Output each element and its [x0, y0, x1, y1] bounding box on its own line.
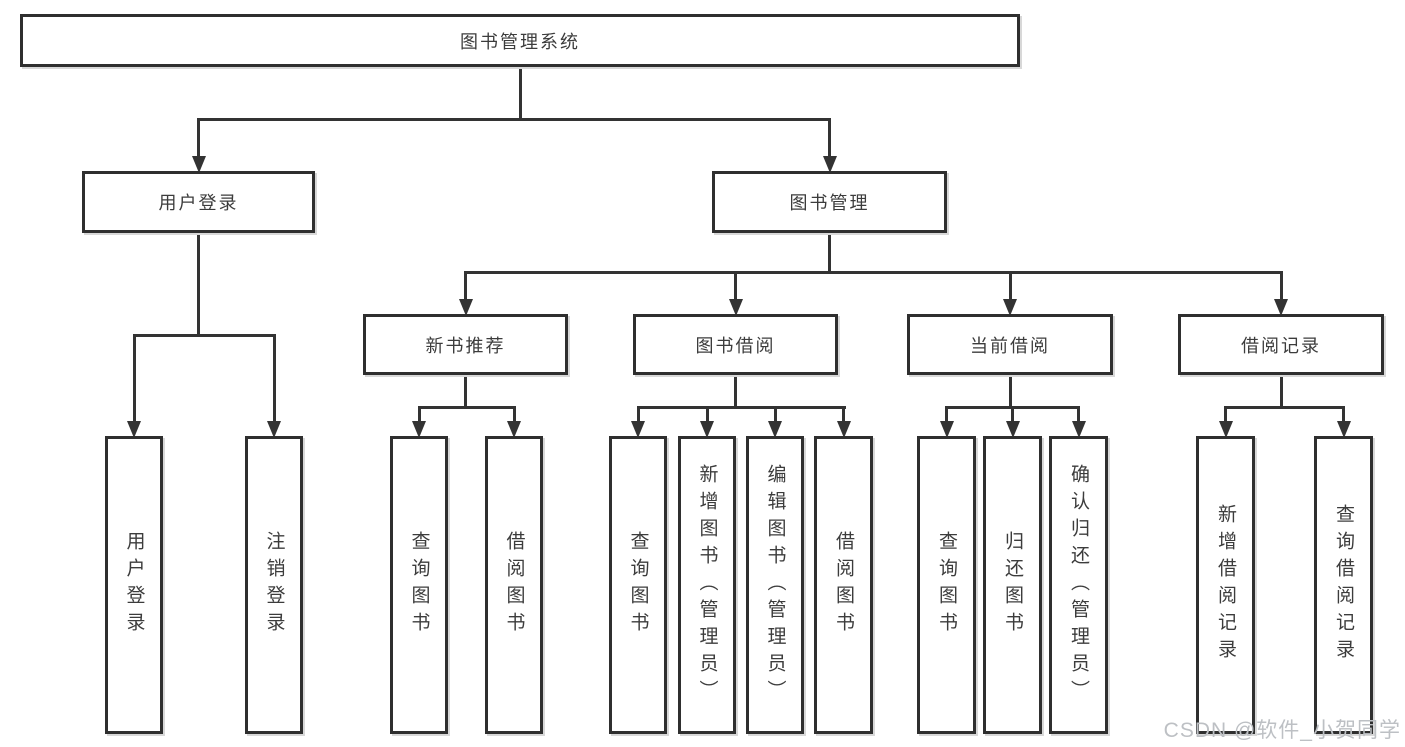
node-label-leaf-logout: 注销登录 — [263, 531, 285, 639]
edge-user-login-arrow-down-icon — [192, 156, 206, 173]
node-leaf-borrow-book-1: 借阅图书 — [485, 436, 543, 734]
edge-book-borrow-stem-leaf-add-book — [706, 407, 709, 423]
node-leaf-query-record: 查询借阅记录 — [1314, 436, 1373, 734]
node-current-borrow: 当前借阅 — [907, 314, 1113, 375]
edge-user-login-stem-leaf-logout — [273, 335, 276, 423]
node-root: 图书管理系统 — [20, 14, 1020, 67]
node-leaf-edit-book: 编辑图书（管理员） — [746, 436, 804, 734]
edge-borrow-records-stem-leaf-query-record — [1342, 407, 1345, 423]
node-label-root: 图书管理系统 — [460, 31, 580, 52]
node-user-login: 用户登录 — [82, 171, 315, 233]
edge-leaf-query-book-1-arrow-down-icon — [412, 421, 426, 438]
edge-new-book-rec-arrow-down-icon — [459, 299, 473, 316]
edge-book-mgmt-stem-current-borrow — [1009, 272, 1012, 301]
node-book-borrow: 图书借阅 — [633, 314, 838, 375]
edge-leaf-add-book-arrow-down-icon — [700, 421, 714, 438]
edge-leaf-borrow-book-1-arrow-down-icon — [507, 421, 521, 438]
node-leaf-add-book: 新增图书（管理员） — [678, 436, 736, 734]
edge-book-borrow-drop — [734, 375, 737, 407]
node-label-leaf-return-book: 归还图书 — [1002, 531, 1023, 639]
edge-book-mgmt-stem-book-borrow — [734, 272, 737, 301]
edge-book-mgmt-drop — [828, 233, 831, 272]
node-label-book-borrow: 图书借阅 — [695, 335, 776, 356]
node-leaf-query-book-1: 查询图书 — [390, 436, 448, 734]
node-label-leaf-borrow-book-1: 借阅图书 — [503, 531, 525, 639]
node-label-leaf-borrow-book-2: 借阅图书 — [833, 531, 854, 639]
edge-root-stem-book-mgmt — [828, 119, 831, 158]
node-leaf-return-book: 归还图书 — [983, 436, 1042, 734]
node-leaf-logout: 注销登录 — [245, 436, 303, 734]
node-leaf-query-book-2: 查询图书 — [609, 436, 667, 734]
edge-book-mgmt-stem-borrow-records — [1280, 272, 1283, 301]
node-label-book-mgmt: 图书管理 — [789, 193, 870, 213]
edge-leaf-edit-book-arrow-down-icon — [768, 421, 782, 438]
node-label-leaf-query-book-3: 查询图书 — [936, 531, 957, 639]
node-label-user-login: 用户登录 — [158, 193, 239, 213]
edge-root-trunk — [197, 118, 831, 121]
node-leaf-query-book-3: 查询图书 — [917, 436, 976, 734]
node-label-new-book-rec: 新书推荐 — [425, 335, 506, 356]
edge-leaf-return-book-arrow-down-icon — [1006, 421, 1020, 438]
edge-leaf-logout-arrow-down-icon — [267, 421, 281, 438]
node-leaf-confirm-return: 确认归还（管理员） — [1049, 436, 1108, 734]
edge-book-borrow-stem-leaf-edit-book — [774, 407, 777, 423]
edge-book-mgmt-arrow-down-icon — [823, 156, 837, 173]
edge-borrow-records-stem-leaf-add-record — [1224, 407, 1227, 423]
node-leaf-user-login: 用户登录 — [105, 436, 163, 734]
edge-user-login-drop — [197, 233, 200, 335]
node-borrow-records: 借阅记录 — [1178, 314, 1384, 375]
edge-new-book-rec-trunk — [418, 406, 516, 409]
edge-book-mgmt-trunk — [464, 271, 1283, 274]
edge-user-login-trunk — [133, 334, 276, 337]
edge-current-borrow-stem-leaf-query-book-3 — [945, 407, 948, 423]
node-label-current-borrow: 当前借阅 — [970, 335, 1050, 356]
edge-current-borrow-stem-leaf-return-book — [1011, 407, 1014, 423]
node-leaf-add-record: 新增借阅记录 — [1196, 436, 1255, 734]
edge-current-borrow-drop — [1009, 375, 1012, 407]
edge-leaf-query-record-arrow-down-icon — [1337, 421, 1351, 438]
edge-book-borrow-stem-leaf-borrow-book-2 — [842, 407, 845, 423]
edge-new-book-rec-stem-leaf-borrow-book-1 — [513, 407, 516, 423]
node-label-leaf-confirm-return: 确认归还（管理员） — [1068, 463, 1089, 707]
edge-borrow-records-drop — [1280, 375, 1283, 407]
edge-current-borrow-arrow-down-icon — [1003, 299, 1017, 316]
edge-leaf-user-login-arrow-down-icon — [127, 421, 141, 438]
edge-leaf-query-book-2-arrow-down-icon — [631, 421, 645, 438]
node-label-leaf-query-book-1: 查询图书 — [408, 531, 430, 639]
edge-leaf-borrow-book-2-arrow-down-icon — [837, 421, 851, 438]
edge-current-borrow-stem-leaf-confirm-return — [1077, 407, 1080, 423]
edge-borrow-records-trunk — [1224, 406, 1345, 409]
node-label-leaf-query-record: 查询借阅记录 — [1333, 504, 1354, 666]
node-label-leaf-edit-book: 编辑图书（管理员） — [764, 463, 786, 707]
node-label-leaf-add-record: 新增借阅记录 — [1215, 504, 1236, 666]
edge-leaf-query-book-3-arrow-down-icon — [940, 421, 954, 438]
edge-user-login-stem-leaf-user-login — [133, 335, 136, 423]
edge-book-borrow-stem-leaf-query-book-2 — [637, 407, 640, 423]
edge-new-book-rec-drop — [464, 375, 467, 407]
edge-root-stem-user-login — [197, 119, 200, 158]
node-label-borrow-records: 借阅记录 — [1241, 335, 1321, 356]
node-label-leaf-user-login: 用户登录 — [123, 531, 145, 639]
node-book-mgmt: 图书管理 — [712, 171, 947, 233]
node-label-leaf-query-book-2: 查询图书 — [627, 531, 649, 639]
node-new-book-rec: 新书推荐 — [363, 314, 568, 375]
edge-root-drop — [519, 67, 522, 119]
edge-book-borrow-arrow-down-icon — [729, 299, 743, 316]
node-label-leaf-add-book: 新增图书（管理员） — [696, 463, 718, 707]
edge-book-borrow-trunk — [637, 406, 846, 409]
node-leaf-borrow-book-2: 借阅图书 — [814, 436, 873, 734]
edge-borrow-records-arrow-down-icon — [1274, 299, 1288, 316]
edge-leaf-add-record-arrow-down-icon — [1219, 421, 1233, 438]
edge-new-book-rec-stem-leaf-query-book-1 — [418, 407, 421, 423]
edge-book-mgmt-stem-new-book-rec — [464, 272, 467, 301]
edge-leaf-confirm-return-arrow-down-icon — [1072, 421, 1086, 438]
